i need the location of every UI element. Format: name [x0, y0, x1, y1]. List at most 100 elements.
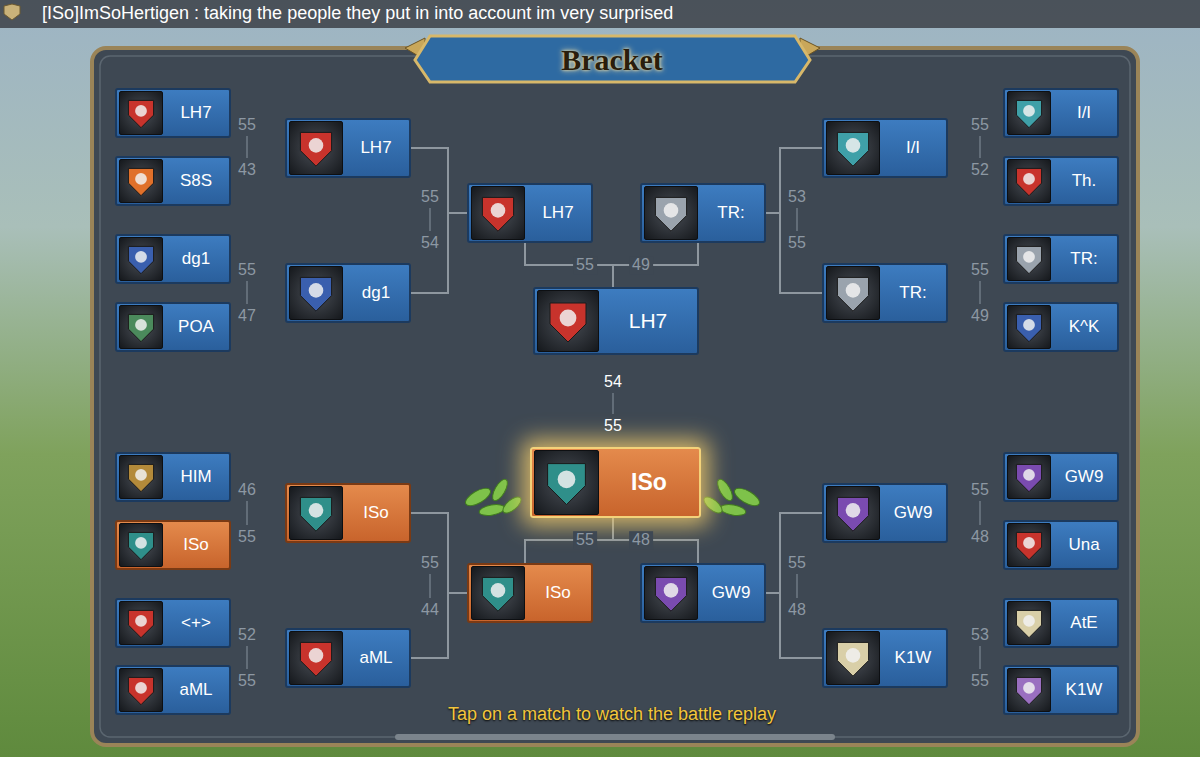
team-slot: GW9 [1003, 452, 1119, 502]
chat-bar [0, 0, 1200, 28]
team-slot: K1W [822, 628, 948, 688]
score-number: 43 [238, 161, 256, 179]
guild-emblem [119, 305, 163, 349]
emblem-shape [1008, 160, 1050, 202]
guild-emblem [1007, 601, 1051, 645]
score-number: 55 [421, 554, 439, 572]
bracket-line [766, 213, 822, 293]
team-tag: ISo [525, 583, 591, 603]
emblem-shape [827, 267, 879, 319]
score-number: 44 [421, 601, 439, 619]
score-divider [246, 136, 248, 158]
guild-emblem [119, 523, 163, 567]
guild-emblem [119, 455, 163, 499]
guild-emblem [1007, 668, 1051, 712]
score-number: 55 [971, 672, 989, 690]
score-number: 52 [971, 161, 989, 179]
score-number: 48 [788, 601, 806, 619]
team-slot: K^K [1003, 302, 1119, 352]
team-slot: ISo [530, 447, 701, 518]
bracket-line [411, 148, 467, 213]
team-slot: AtE [1003, 598, 1119, 648]
guild-emblem [289, 266, 343, 320]
team-tag: LH7 [343, 138, 409, 158]
emblem-shape [290, 122, 342, 174]
score-number: 55 [238, 528, 256, 546]
emblem-shape [120, 160, 162, 202]
bracket-line [411, 513, 467, 593]
score-number: 53 [971, 626, 989, 644]
score-divider [429, 208, 431, 231]
score-number: 55 [573, 531, 597, 549]
hint-text: Tap on a match to watch the battle repla… [448, 705, 776, 725]
team-tag: <+> [163, 613, 229, 633]
emblem-shape [1008, 92, 1050, 134]
team-tag: ISo [163, 535, 229, 555]
team-tag: K1W [1051, 680, 1117, 700]
team-slot: aML [285, 628, 411, 688]
score-divider [796, 208, 798, 231]
guild-emblem [119, 237, 163, 281]
emblem-shape [120, 456, 162, 498]
scrollbar [395, 734, 835, 740]
guild-emblem [289, 121, 343, 175]
title-banner [415, 36, 810, 82]
team-slot: ISo [285, 483, 411, 543]
guild-emblem [1007, 91, 1051, 135]
emblem-shape [645, 567, 697, 619]
score-number: 55 [238, 672, 256, 690]
guild-emblem [826, 631, 880, 685]
emblem-shape [472, 187, 524, 239]
guild-emblem [119, 668, 163, 712]
team-tag: dg1 [343, 283, 409, 303]
team-tag: K^K [1051, 317, 1117, 337]
score-divider [612, 393, 614, 414]
team-slot: LH7 [115, 88, 231, 138]
score-divider [429, 574, 431, 598]
emblem-shape [120, 602, 162, 644]
emblem-shape [535, 451, 598, 514]
chat-message: [ISo]ImSoHertigen : taking the people th… [42, 4, 673, 24]
team-tag: aML [343, 648, 409, 668]
emblem-shape [827, 122, 879, 174]
team-tag: LH7 [163, 103, 229, 123]
team-tag: POA [163, 317, 229, 337]
guild-emblem [537, 290, 599, 352]
guild-emblem [826, 486, 880, 540]
guild-emblem [119, 91, 163, 135]
team-slot: Th. [1003, 156, 1119, 206]
team-slot: dg1 [285, 263, 411, 323]
emblem-shape [120, 669, 162, 711]
guild-emblem [1007, 237, 1051, 281]
bracket-line [525, 518, 613, 563]
score-number: 55 [604, 417, 622, 435]
score-number: 55 [971, 481, 989, 499]
team-slot: LH7 [533, 287, 699, 355]
score-divider [246, 646, 248, 669]
team-tag: Th. [1051, 171, 1117, 191]
guild-emblem [1007, 523, 1051, 567]
emblem-shape [1008, 669, 1050, 711]
team-tag: GW9 [1051, 467, 1117, 487]
team-tag: dg1 [163, 249, 229, 269]
bracket-line [766, 513, 822, 593]
bracket-panel [92, 48, 1138, 745]
team-slot: TR: [640, 183, 766, 243]
guild-emblem [826, 121, 880, 175]
team-tag: I/I [1051, 103, 1117, 123]
emblem-shape [645, 187, 697, 239]
emblem-shape [290, 632, 342, 684]
bracket-line [766, 148, 822, 213]
score-number: 55 [971, 116, 989, 134]
emblem-shape [120, 306, 162, 348]
score-divider [979, 646, 981, 669]
score-divider [979, 501, 981, 525]
team-tag: Una [1051, 535, 1117, 555]
score-number: 55 [238, 261, 256, 279]
team-slot: ISo [467, 563, 593, 623]
team-slot: GW9 [640, 563, 766, 623]
team-tag: I/I [880, 138, 946, 158]
score-number: 49 [971, 307, 989, 325]
score-number: 47 [238, 307, 256, 325]
bracket-line [613, 518, 698, 563]
